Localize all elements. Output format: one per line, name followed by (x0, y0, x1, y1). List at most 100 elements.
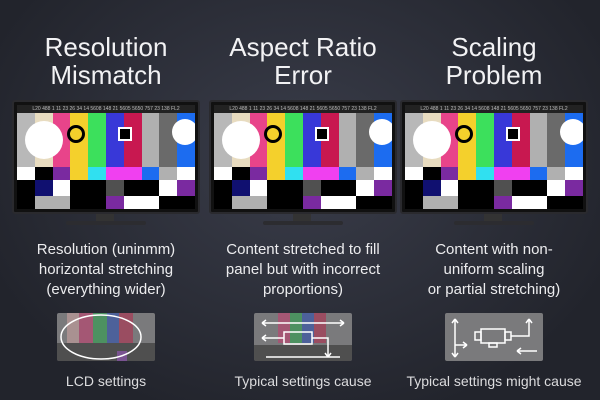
pattern-block (476, 179, 494, 197)
pattern-block (405, 179, 423, 197)
pattern-block (17, 196, 35, 209)
pattern-block (105, 113, 124, 168)
pattern-block (267, 179, 286, 197)
pattern-block (338, 196, 357, 209)
pattern-label-strip: L20 488 1 11 23 26 34 14 5608 148 21 560… (214, 105, 392, 113)
pattern-block (529, 179, 548, 197)
pattern-block (34, 196, 53, 209)
desc-line: Resolution (uninmm) (36, 241, 176, 258)
description: Resolution (uninmm)horizontal stretching… (8, 240, 204, 300)
pattern-block (511, 196, 530, 209)
pattern-block (440, 179, 459, 197)
pattern-block (338, 179, 357, 197)
white-circle (413, 121, 451, 159)
pattern-block (52, 196, 71, 209)
test-pattern: L20 488 1 11 23 26 34 14 5608 148 21 560… (17, 105, 195, 209)
ring-marker (264, 125, 282, 143)
footer-label: Typical settings cause (234, 373, 372, 389)
pattern-block (529, 113, 548, 168)
pattern-block (320, 196, 339, 209)
pattern-block (511, 113, 530, 168)
pattern-block (356, 167, 375, 180)
pattern-block (565, 196, 583, 209)
pattern-block (374, 167, 392, 180)
pattern-block (356, 179, 375, 197)
pattern-block (529, 196, 548, 209)
pattern-block (34, 167, 53, 180)
monitor-base (454, 221, 534, 225)
pattern-block (285, 167, 303, 180)
pattern-block (214, 167, 232, 180)
desc-line: Content with non- (435, 241, 553, 258)
pattern-block (285, 196, 303, 209)
title: Aspect Ratio Error (229, 32, 377, 90)
pattern-block (422, 196, 441, 209)
pattern-block (267, 196, 286, 209)
monitor-stand (96, 214, 114, 222)
pattern-block (159, 179, 178, 197)
pattern-block (141, 113, 160, 168)
pattern-block (338, 113, 357, 168)
pattern-block (105, 196, 124, 209)
footer-label: Typical settings might cause (406, 373, 582, 389)
pattern-block (159, 196, 178, 209)
pattern-block (476, 167, 494, 180)
pattern-block (231, 196, 250, 209)
pattern-block (374, 179, 392, 197)
pattern-block (105, 179, 124, 197)
pattern-block (338, 167, 357, 180)
monitor-base (263, 221, 343, 225)
footer-label: LCD settings (65, 373, 147, 389)
pattern-block (141, 167, 160, 180)
pattern-row (405, 167, 583, 180)
monitor: L20 488 1 11 23 26 34 14 5608 148 21 560… (400, 100, 588, 214)
pattern-block (249, 179, 268, 197)
pattern-block (493, 167, 512, 180)
pattern-block (88, 113, 106, 168)
pattern-block (52, 167, 71, 180)
monitor-stand (484, 214, 502, 222)
pattern-block (302, 167, 321, 180)
test-pattern: L20 488 1 11 23 26 34 14 5608 148 21 560… (405, 105, 583, 209)
desc-line: (everything wider) (46, 281, 166, 298)
pattern-block (320, 179, 339, 197)
desc-line: panel but with incorrect (225, 261, 381, 278)
pattern-block (458, 179, 477, 197)
pattern-block (141, 179, 160, 197)
pattern-block (177, 196, 195, 209)
pattern-block (547, 179, 566, 197)
monitor: L20 488 1 11 23 26 34 14 5608 148 21 560… (12, 100, 200, 214)
column-scaling-problem: Scaling Problem L20 488 1 11 23 26 34 14… (396, 0, 592, 400)
pattern-block (565, 167, 583, 180)
pattern-block (302, 179, 321, 197)
pattern-block (177, 179, 195, 197)
pattern-block (529, 167, 548, 180)
white-circle (560, 119, 583, 145)
pattern-block (302, 196, 321, 209)
pattern-row (17, 196, 195, 209)
pattern-block (123, 179, 142, 197)
pattern-label-strip: L20 488 1 11 23 26 34 14 5608 148 21 560… (405, 105, 583, 113)
pattern-block (88, 179, 106, 197)
pattern-block (511, 167, 530, 180)
pattern-block (458, 196, 477, 209)
pattern-block (88, 167, 106, 180)
pattern-block (214, 196, 232, 209)
pattern-block (231, 167, 250, 180)
pattern-block (285, 179, 303, 197)
pattern-block (70, 179, 89, 197)
pattern-block (440, 167, 459, 180)
white-circle (222, 121, 260, 159)
column-resolution-mismatch: Resolution Mismatch L20 488 1 11 23 26 3… (8, 0, 204, 400)
pattern-block (285, 113, 303, 168)
pattern-block (476, 113, 494, 168)
pattern-row (214, 167, 392, 180)
pattern-block (320, 167, 339, 180)
white-circle (25, 121, 63, 159)
pattern-row (17, 167, 195, 180)
pattern-row (405, 179, 583, 197)
pattern-block (159, 167, 178, 180)
pattern-block (422, 179, 441, 197)
pattern-row (17, 179, 195, 197)
